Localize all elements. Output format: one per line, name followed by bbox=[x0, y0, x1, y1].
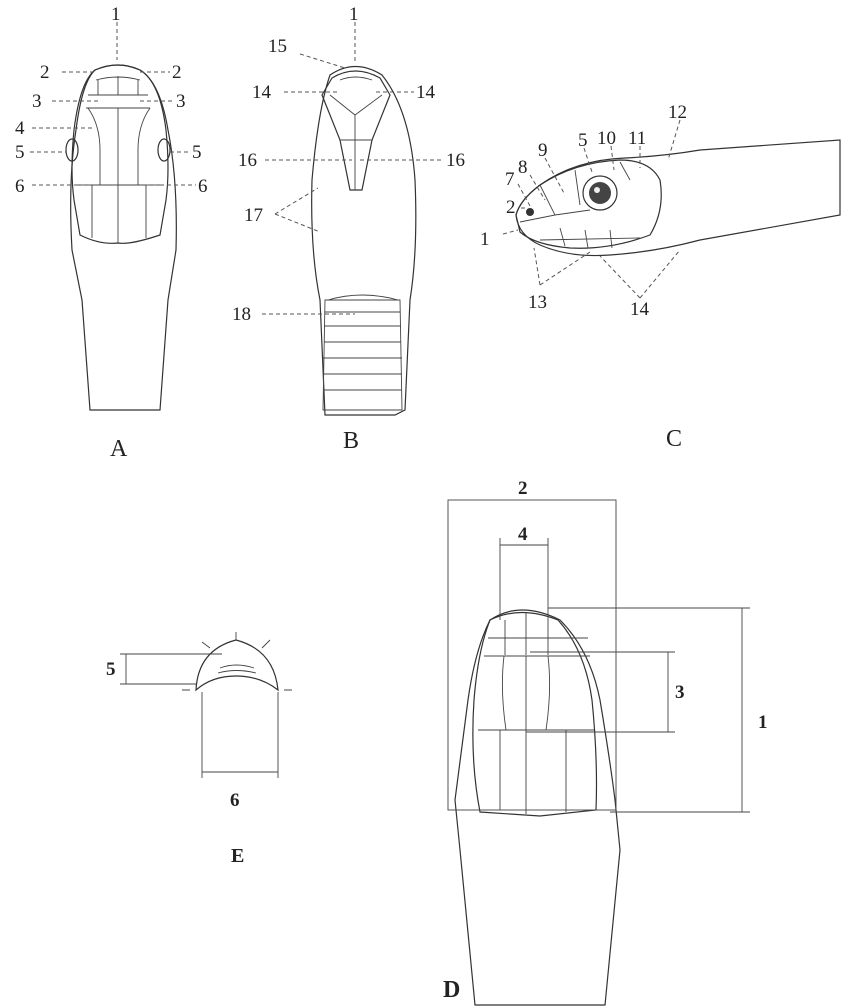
label-c-2: 2 bbox=[506, 197, 516, 218]
label-b-18: 18 bbox=[232, 304, 251, 325]
label-a-3-right: 3 bbox=[176, 91, 186, 112]
label-a-2-right: 2 bbox=[172, 62, 182, 83]
panel-d-measurements: 2 4 3 1 D bbox=[443, 478, 768, 1005]
label-b-15: 15 bbox=[268, 36, 287, 57]
label-e-5: 5 bbox=[106, 659, 116, 680]
label-c-7: 7 bbox=[505, 169, 515, 190]
label-c-10: 10 bbox=[597, 128, 616, 149]
label-c-14: 14 bbox=[630, 299, 650, 320]
label-c-13: 13 bbox=[528, 292, 547, 313]
label-c-5: 5 bbox=[578, 130, 588, 151]
panel-letter-d: D bbox=[443, 977, 460, 1003]
panel-e-rostral: 5 6 E bbox=[106, 632, 292, 867]
label-b-16-left: 16 bbox=[238, 150, 257, 171]
label-a-6-right: 6 bbox=[198, 176, 208, 197]
label-a-5-left: 5 bbox=[15, 142, 25, 163]
panel-letter-a: A bbox=[110, 436, 128, 462]
label-b-1: 1 bbox=[349, 4, 359, 25]
label-c-8: 8 bbox=[518, 157, 528, 178]
label-b-17: 17 bbox=[244, 205, 263, 226]
label-a-1: 1 bbox=[111, 4, 121, 25]
label-d-3: 3 bbox=[675, 682, 685, 703]
label-a-3-left: 3 bbox=[32, 91, 42, 112]
label-c-9: 9 bbox=[538, 140, 548, 161]
panel-letter-e: E bbox=[231, 845, 244, 867]
label-d-4: 4 bbox=[518, 524, 528, 545]
panel-letter-b: B bbox=[343, 428, 359, 454]
label-b-14-right: 14 bbox=[416, 82, 436, 103]
label-e-6: 6 bbox=[230, 790, 240, 811]
label-c-12: 12 bbox=[668, 102, 687, 123]
label-d-1: 1 bbox=[758, 712, 768, 733]
label-c-11: 11 bbox=[628, 128, 646, 149]
label-a-5-right: 5 bbox=[192, 142, 202, 163]
label-b-16-right: 16 bbox=[446, 150, 465, 171]
label-d-2: 2 bbox=[518, 478, 528, 499]
label-a-2-left: 2 bbox=[40, 62, 50, 83]
panel-letter-c: C bbox=[666, 426, 682, 452]
panel-a-dorsal-head: 1 2 2 3 3 4 5 5 6 6 A bbox=[15, 4, 208, 462]
label-c-1: 1 bbox=[480, 229, 490, 250]
label-a-4: 4 bbox=[15, 118, 25, 139]
panel-b-ventral-head: 1 15 14 14 16 16 17 18 B bbox=[232, 4, 465, 454]
label-b-14-left: 14 bbox=[252, 82, 272, 103]
label-a-6-left: 6 bbox=[15, 176, 25, 197]
panel-c-lateral-head: 1 2 7 8 9 5 10 11 12 13 14 C bbox=[480, 102, 840, 452]
